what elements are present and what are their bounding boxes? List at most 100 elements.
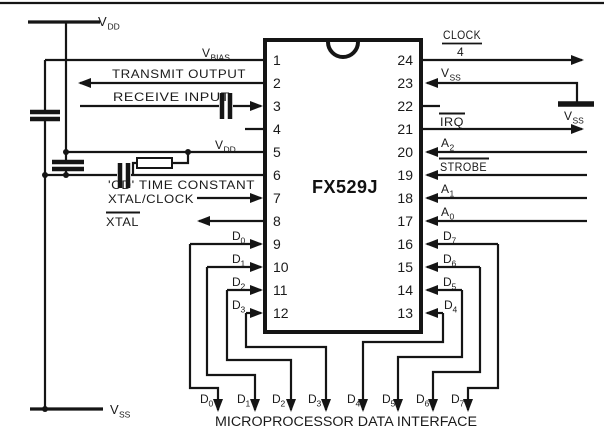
d7-bus-sub: 7: [460, 399, 465, 409]
d0-pin-label: D: [232, 229, 241, 243]
vdd-pin5-sub: DD: [224, 145, 236, 155]
pin-10: 10: [273, 259, 289, 275]
d3-bus-sub: 3: [317, 399, 322, 409]
vbias-sub: BIAS: [211, 53, 231, 63]
left-rail: [30, 60, 60, 409]
pin-13: 13: [397, 305, 413, 321]
d1-bus-label: D: [237, 392, 246, 406]
pin-1: 1: [273, 52, 281, 68]
d6-net: [425, 262, 482, 412]
d2-pin-label: D: [232, 275, 241, 289]
a0-sub: 0: [450, 212, 455, 222]
vdd-pin5-label: V: [215, 138, 224, 152]
pin-19: 19: [397, 167, 413, 183]
xtal-clock-label: XTAL/CLOCK: [108, 192, 194, 206]
irq-label: IRQ: [440, 115, 464, 129]
vss-pin23-net: [425, 78, 594, 107]
clock-div4-denominator: 4: [457, 45, 464, 59]
pin-23: 23: [397, 75, 413, 91]
vss-bottom-label: V: [110, 402, 119, 417]
d2-bus-sub: 2: [281, 399, 286, 409]
d4-net: [358, 308, 445, 412]
pin-12: 12: [273, 305, 289, 321]
a1-sub: 1: [450, 189, 455, 199]
pin-17: 17: [397, 213, 413, 229]
d2-net: [225, 285, 296, 412]
d5-pin-label: D: [443, 275, 452, 289]
d5-pin-sub: 5: [452, 282, 457, 292]
d4-bus-sub: 4: [356, 399, 361, 409]
chip: FX529J 1 2 3 4 5 6 7 8 9 10 11 12 24 23 …: [263, 38, 423, 334]
vss-ground-sub: SS: [573, 116, 585, 126]
d7-pin-sub: 7: [452, 236, 457, 246]
d7-bus-label: D: [451, 392, 460, 406]
d1-pin-sub: 1: [241, 259, 246, 269]
pin-6: 6: [273, 167, 281, 183]
d6-bus-label: D: [416, 392, 425, 406]
pin-16: 16: [397, 236, 413, 252]
a0-label: A: [441, 205, 450, 219]
clock-div4-numerator: CLOCK: [443, 28, 481, 42]
d6-pin-label: D: [443, 252, 452, 266]
d2-pin-sub: 2: [241, 282, 246, 292]
cd-time-constant-label: 'CD' TIME CONSTANT: [108, 178, 255, 192]
d5-bus-sub: 5: [391, 399, 396, 409]
d3-bus-label: D: [308, 392, 317, 406]
pin-8: 8: [273, 213, 281, 229]
d0-bus-sub: 0: [209, 399, 214, 409]
pin-18: 18: [397, 190, 413, 206]
pin-22: 22: [397, 98, 413, 114]
pin-21: 21: [397, 121, 413, 137]
caption: MICROPROCESSOR DATA INTERFACE: [215, 414, 477, 429]
vss-pin23-sub: SS: [450, 73, 462, 83]
d3-pin-label: D: [232, 298, 241, 312]
vss-bottom-sub: SS: [119, 410, 131, 420]
chip-part-number: FX529J: [312, 177, 378, 197]
xtal-bar-label: XTAL: [106, 215, 139, 229]
a1-label: A: [441, 182, 450, 196]
left-pin-numbers: 1 2 3 4 5 6 7 8 9 10 11 12: [273, 52, 289, 321]
d3-pin-sub: 3: [241, 305, 246, 315]
a2-label: A: [441, 136, 450, 150]
d4-pin-label: D: [444, 298, 453, 312]
d1-pin-label: D: [232, 252, 241, 266]
receive-input-label: RECEIVE INPUT: [113, 90, 230, 104]
pin-15: 15: [397, 259, 413, 275]
d6-pin-sub: 6: [452, 259, 457, 269]
pin-9: 9: [273, 236, 281, 252]
pin-4: 4: [273, 121, 281, 137]
d4-pin-sub: 4: [453, 305, 458, 315]
d7-pin-label: D: [443, 229, 452, 243]
d5-net: [393, 285, 464, 412]
transmit-output-label: TRANSMIT OUTPUT: [112, 67, 246, 81]
pin1-notch-icon: [326, 41, 360, 59]
chip-body: [263, 38, 423, 334]
vdd-top-label: V: [98, 14, 107, 29]
vdd-rail: [28, 20, 100, 175]
d7-net: [425, 239, 500, 412]
d6-bus-sub: 6: [425, 399, 430, 409]
right-pin-numbers: 24 23 22 21 20 19 18 17 16 15 14 13: [397, 52, 413, 321]
pin-20: 20: [397, 144, 413, 160]
resistor: [136, 157, 173, 169]
pin-2: 2: [273, 75, 281, 91]
pin-24: 24: [397, 52, 413, 68]
d1-net: [205, 262, 263, 412]
d0-pin-sub: 0: [241, 236, 246, 246]
d3-net: [244, 308, 331, 412]
d4-bus-label: D: [347, 392, 356, 406]
vdd-top-sub: DD: [108, 22, 120, 32]
d1-bus-sub: 1: [246, 399, 251, 409]
pin-7: 7: [273, 190, 281, 206]
d5-bus-label: D: [382, 392, 391, 406]
d0-net: [188, 239, 263, 412]
a2-sub: 2: [450, 143, 455, 153]
pin-5: 5: [273, 144, 281, 160]
d0-bus-label: D: [200, 392, 209, 406]
pin-3: 3: [273, 98, 281, 114]
receive-input-net: [80, 93, 263, 119]
